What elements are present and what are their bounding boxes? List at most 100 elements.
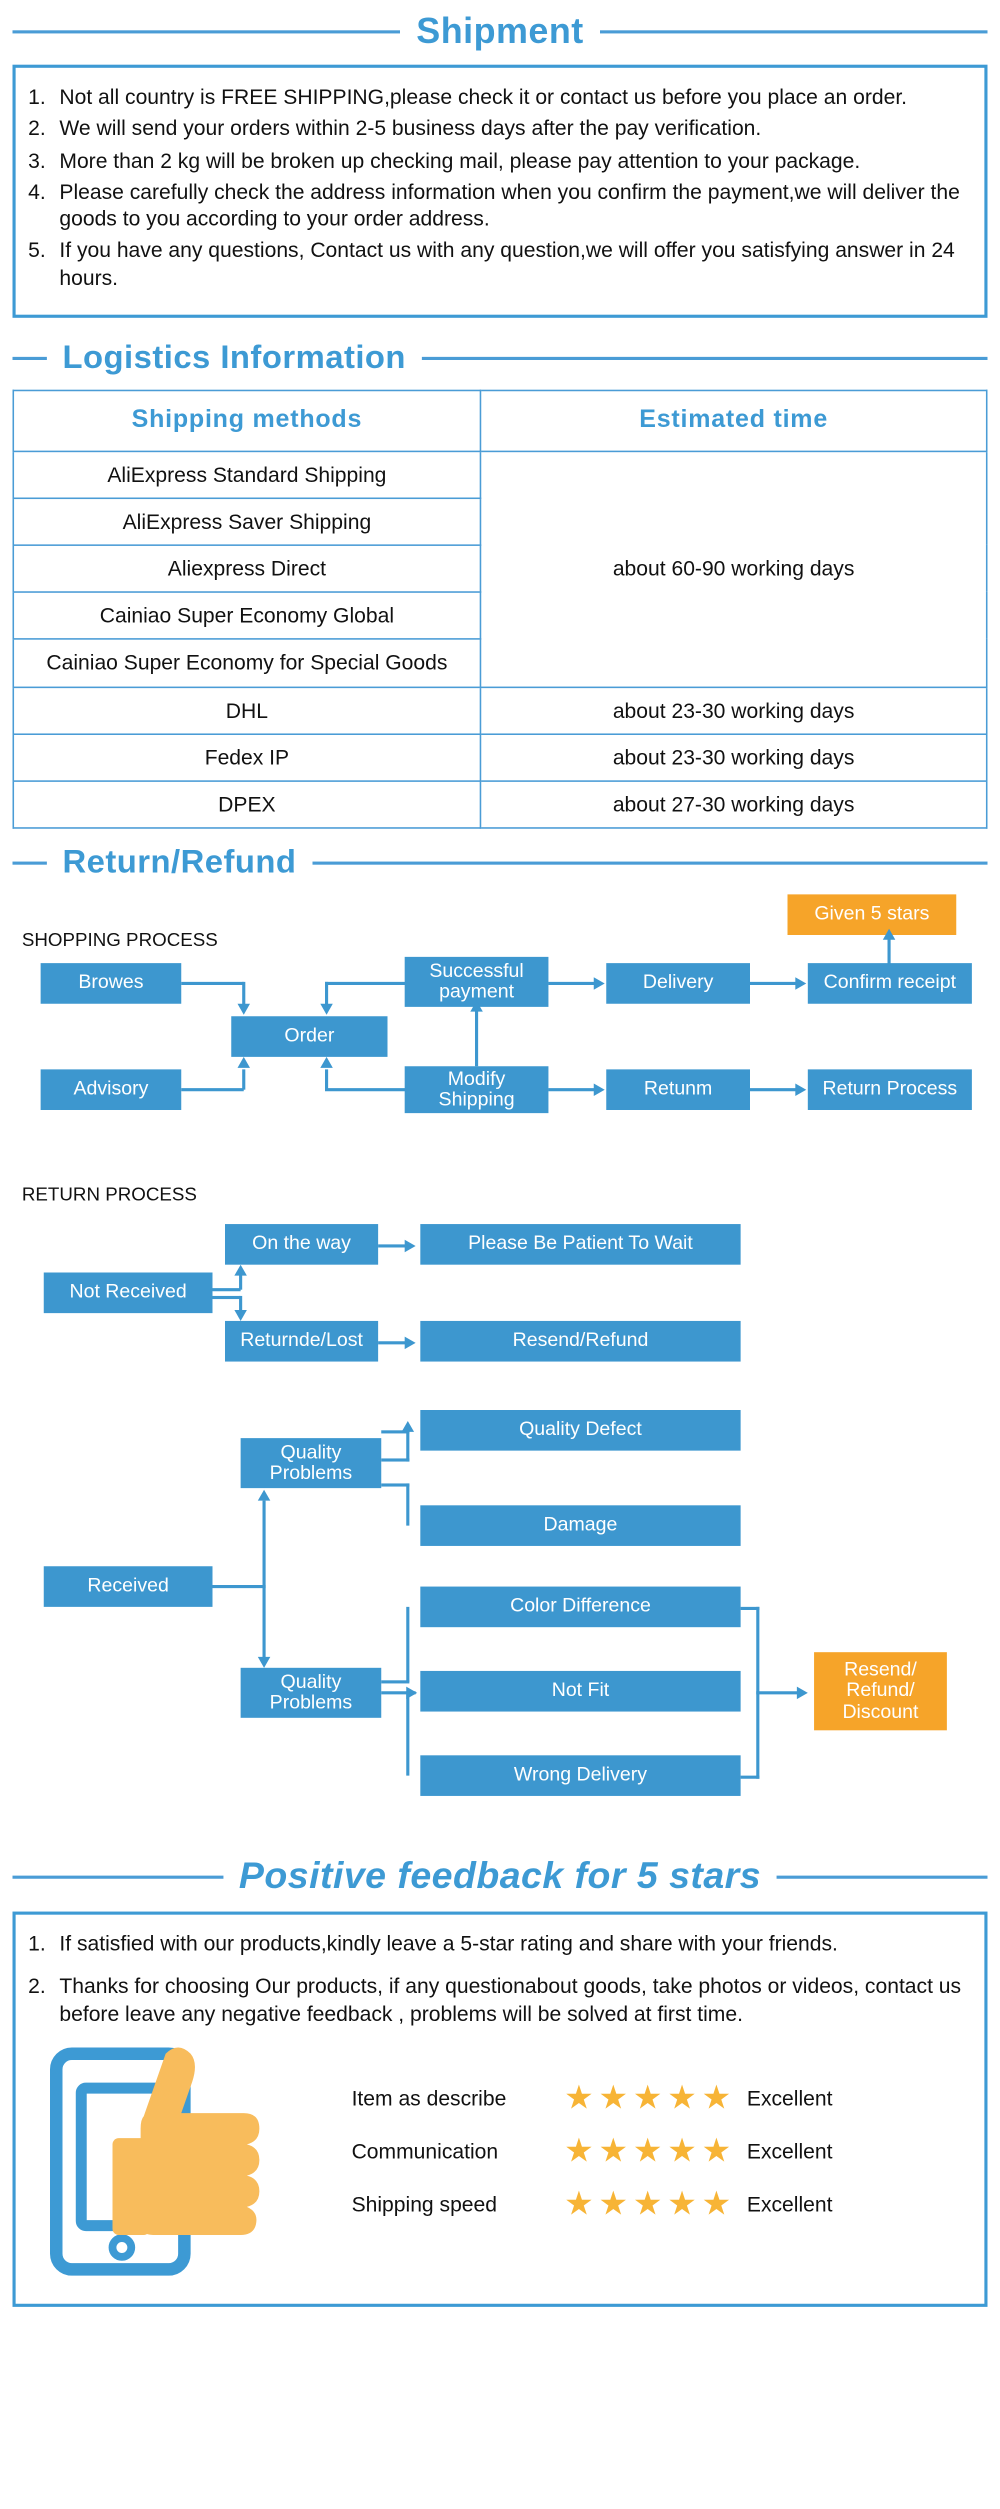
star-icon: ★ (701, 2133, 731, 2170)
flow-box-modify-shipping: Modify Shipping (404, 1066, 549, 1114)
flow-box-on-the-way: On the way (225, 1224, 379, 1265)
column-header-method: Shipping methods (12, 389, 482, 452)
cell-method: Cainiao Super Economy for Special Goods (12, 637, 482, 689)
flow-box-quality-problems-1: Quality Problems (240, 1438, 382, 1489)
list-item: If you have any questions, Contact us wi… (28, 237, 955, 290)
list-item: We will send your orders within 2-5 busi… (28, 115, 762, 142)
list-item: If satisfied with our products,kindly le… (28, 1930, 838, 1957)
arrow-right-icon (406, 1686, 418, 1700)
star-icon: ★ (701, 2186, 731, 2223)
return-refund-title: Return/Refund (62, 844, 297, 881)
cell-time: about 23-30 working days (479, 686, 988, 736)
flow-box-quality-defect: Quality Defect (420, 1410, 741, 1451)
connector-line (548, 981, 596, 985)
rating-value: Excellent (746, 2192, 833, 2217)
column-header-time: Estimated time (479, 389, 988, 452)
flow-box-retunm: Retunm (606, 1069, 750, 1111)
connector-line (212, 1288, 241, 1291)
cell-method: DHL (12, 686, 482, 736)
connector-line (239, 1274, 242, 1290)
shopping-process-label: SHOPPING PROCESS (21, 928, 218, 951)
rating-label: Item as describe (351, 2086, 507, 2110)
rating-value: Excellent (746, 2086, 833, 2110)
connector-line (381, 1680, 410, 1683)
shopping-process-flow: SHOPPING PROCESS Given 5 stars Browes Su… (13, 894, 988, 1183)
feedback-panel: If satisfied with our products,kindly le… (12, 1911, 988, 2307)
star-icon: ★ (632, 2133, 663, 2170)
flow-box-quality-problems-2: Quality Problems (240, 1667, 382, 1718)
cell-method: Aliexpress Direct (12, 544, 482, 593)
connector-line (325, 981, 328, 1007)
flow-box-damage: Damage (420, 1505, 741, 1547)
connector-line (325, 1069, 328, 1090)
list-item: Thanks for choosing Our products, if any… (28, 1973, 962, 2025)
connector-line (381, 1483, 410, 1486)
cell-method: DPEX (12, 780, 482, 829)
star-icon: ★ (598, 2186, 628, 2223)
connector-line (740, 1775, 760, 1779)
list-item: Please carefully check the address infor… (28, 178, 960, 231)
rating-label: Communication (351, 2139, 499, 2163)
connector-line (381, 1691, 416, 1694)
arrow-down-icon (257, 1656, 271, 1668)
arrow-right-icon (593, 1083, 605, 1097)
arrow-right-icon (795, 1083, 807, 1097)
return-process-label: RETURN PROCESS (21, 1183, 197, 1206)
connector-line (381, 1458, 410, 1461)
thumbs-up-illustration (44, 2044, 333, 2278)
star-icon: ★ (667, 2080, 697, 2117)
cell-time: about 23-30 working days (479, 733, 988, 782)
table-header-row: Shipping methods Estimated time (12, 389, 988, 452)
cell-method: AliExpress Standard Shipping (12, 450, 482, 499)
list-item: Not all country is FREE SHIPPING,please … (28, 83, 908, 110)
connector-line (740, 1606, 760, 1610)
arrow-right-icon (404, 1336, 416, 1350)
title-rule-left (12, 1875, 224, 1879)
arrow-up-icon (237, 1056, 250, 1068)
logistics-section-title: Logistics Information (12, 339, 988, 377)
connector-line (212, 1585, 265, 1588)
flow-box-confirm-receipt: Confirm receipt (807, 963, 972, 1004)
return-process-flow: RETURN PROCESS On the way Please Be Pati… (13, 1184, 988, 1840)
flow-box-resend-refund-discount: Resend/ Refund/ Discount (814, 1652, 947, 1731)
title-rule-right (312, 861, 988, 865)
cell-method: Cainiao Super Economy Global (12, 591, 482, 640)
flow-box-advisory: Advisory (40, 1069, 182, 1111)
flow-box-not-fit: Not Fit (420, 1671, 741, 1712)
flow-box-successful-payment: Successful payment (404, 956, 549, 1007)
table-row: Fedex IP about 23-30 working days (12, 733, 988, 782)
flow-box-returnde-lost: Returnde/Lost (225, 1321, 379, 1362)
list-item: More than 2 kg will be broken up checkin… (28, 147, 861, 174)
flow-box-order: Order (231, 1016, 388, 1057)
connector-line (325, 1088, 407, 1091)
shipment-panel: Not all country is FREE SHIPPING,please … (12, 64, 988, 318)
connector-line (181, 1088, 244, 1091)
shipment-title: Shipment (416, 10, 584, 51)
title-rule-right (776, 1875, 988, 1879)
flow-box-not-received: Not Received (43, 1272, 213, 1314)
connector-line (475, 1010, 478, 1067)
star-rating: ★ ★ ★ ★ ★ (564, 2135, 734, 2168)
star-icon: ★ (564, 2186, 594, 2223)
connector-line (262, 1585, 265, 1661)
feedback-list: If satisfied with our products,kindly le… (28, 1930, 972, 2027)
arrow-up-icon (234, 1264, 247, 1276)
flow-box-delivery: Delivery (606, 963, 750, 1004)
connector-line (548, 1088, 596, 1091)
logistics-title: Logistics Information (62, 339, 406, 376)
arrow-right-icon (404, 1239, 416, 1253)
cell-time: about 27-30 working days (479, 780, 988, 829)
arrow-up-icon (470, 1000, 483, 1012)
title-rule-left (12, 29, 401, 33)
arrow-down-icon (234, 1310, 247, 1322)
star-icon: ★ (667, 2133, 697, 2170)
table-row: AliExpress Standard Shipping about 60-90… (12, 450, 988, 689)
connector-line (181, 981, 244, 985)
arrow-up-icon (320, 1056, 333, 1068)
shipment-section-title: Shipment (12, 10, 988, 52)
star-icon: ★ (564, 2133, 594, 2170)
flow-box-wrong-delivery: Wrong Delivery (420, 1755, 741, 1797)
arrow-down-icon (320, 1003, 333, 1015)
flow-box-received: Received (43, 1566, 213, 1607)
star-rating: ★ ★ ★ ★ ★ (564, 2082, 734, 2115)
